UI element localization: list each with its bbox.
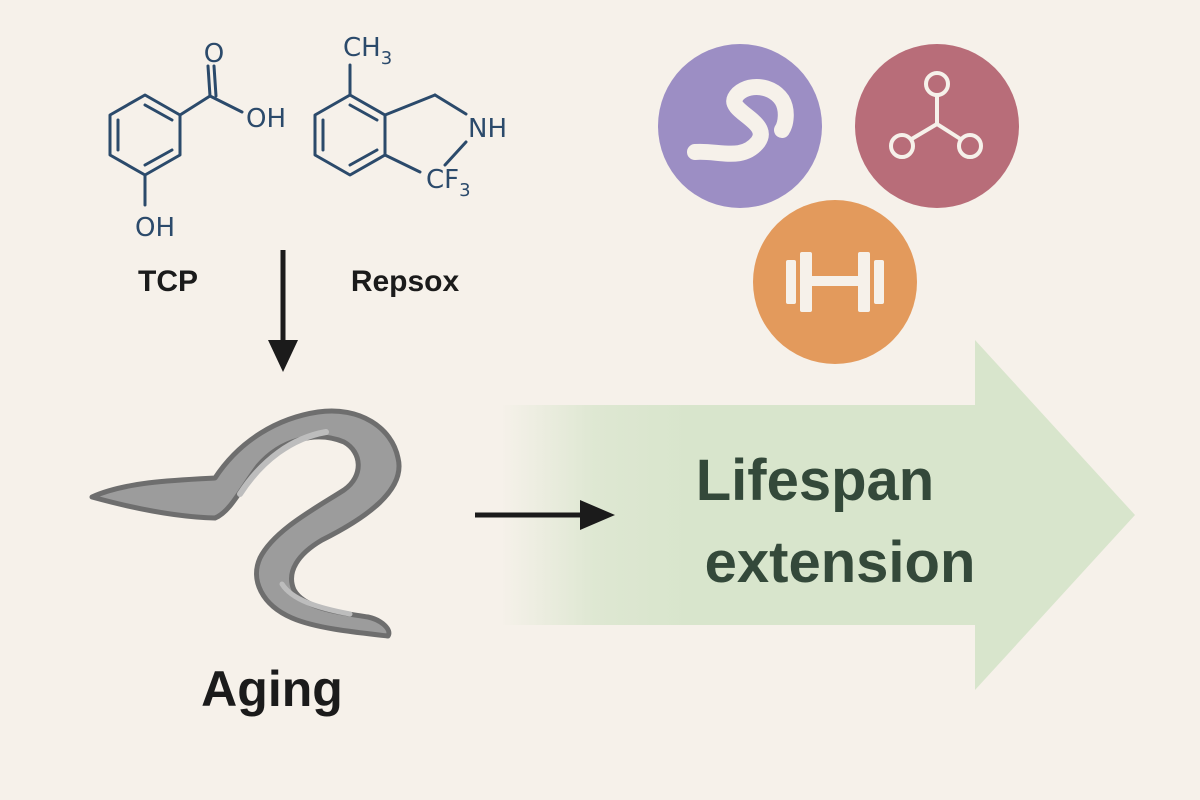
aging-label: Aging — [201, 661, 343, 717]
worm-icon — [658, 44, 822, 208]
repsox-methyl: CH3 — [343, 33, 392, 69]
lifespan-arrow — [500, 340, 1135, 690]
tcp-hydroxyl: OH — [135, 213, 175, 243]
molecule-icon — [855, 44, 1019, 208]
worm-illustration — [89, 408, 402, 639]
down-arrow — [268, 250, 298, 372]
right-arrow — [475, 500, 615, 530]
repsox-label: Repsox — [351, 265, 460, 298]
repsox-trifluoromethyl: CF3 — [426, 165, 471, 201]
repsox-amine: NH — [468, 114, 507, 144]
dumbbell-icon — [753, 200, 917, 364]
tcp-label: TCP — [138, 265, 198, 298]
lifespan-text-line1: Lifespan — [696, 448, 935, 513]
tcp-carbonyl-oxygen: O — [204, 39, 224, 69]
lifespan-text-line2: extension — [705, 530, 976, 595]
tcp-structure — [108, 64, 244, 207]
repsox-structure — [313, 63, 468, 177]
tcp-acid-oh: OH — [246, 104, 286, 134]
